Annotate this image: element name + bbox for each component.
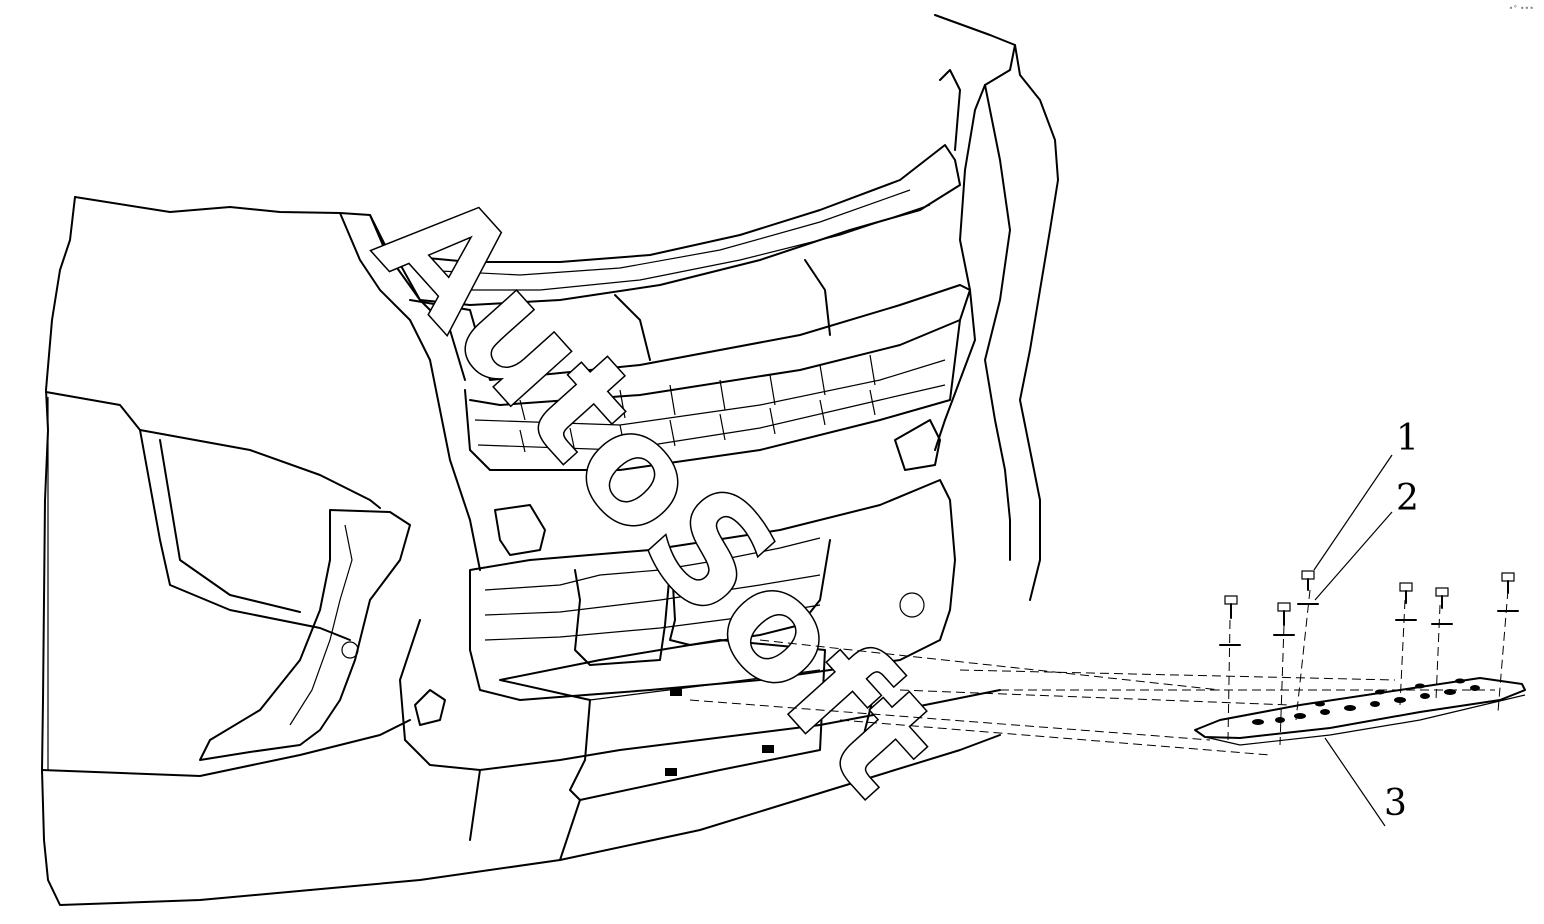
alignment-lines: [689, 589, 1509, 756]
screw: [1497, 572, 1519, 612]
callout-3: 3: [1384, 783, 1407, 824]
grille-lower: [464, 319, 961, 471]
callouts: 1 2 3: [1313, 418, 1419, 827]
bumper-assembly: [41, 14, 1059, 906]
callout-2: 2: [1396, 478, 1419, 519]
callout-1: 1: [1396, 418, 1419, 459]
screw: [1297, 570, 1319, 605]
license-plate-bracket: [499, 639, 826, 801]
left-fog-cutout: [199, 509, 411, 761]
right-side-lamp: [894, 419, 941, 471]
cab-frame-left: [339, 212, 481, 571]
left-side-lamp: [494, 504, 546, 556]
leader-line-2: [1314, 511, 1393, 601]
leader-line-3: [1324, 737, 1386, 827]
watermark: AutoSoft: [343, 158, 971, 829]
lower-intake: [469, 479, 956, 701]
step-plate: [1194, 677, 1526, 746]
left-headlight-recess: [139, 429, 381, 509]
bumper-left-wing: [41, 196, 1001, 906]
screw: [1395, 582, 1417, 621]
lower-bumper-edge: [399, 619, 1001, 771]
grille-panel-middle: [409, 284, 971, 406]
upper-grille-bar: [394, 144, 961, 306]
leader-line-1: [1313, 454, 1393, 571]
fasteners: [1219, 570, 1519, 646]
screw: [1431, 587, 1453, 625]
screw: [1273, 602, 1295, 636]
corner-mark: •° •••: [1508, 4, 1534, 13]
cab-pillar-right: [934, 14, 1016, 451]
screw: [1219, 595, 1241, 646]
